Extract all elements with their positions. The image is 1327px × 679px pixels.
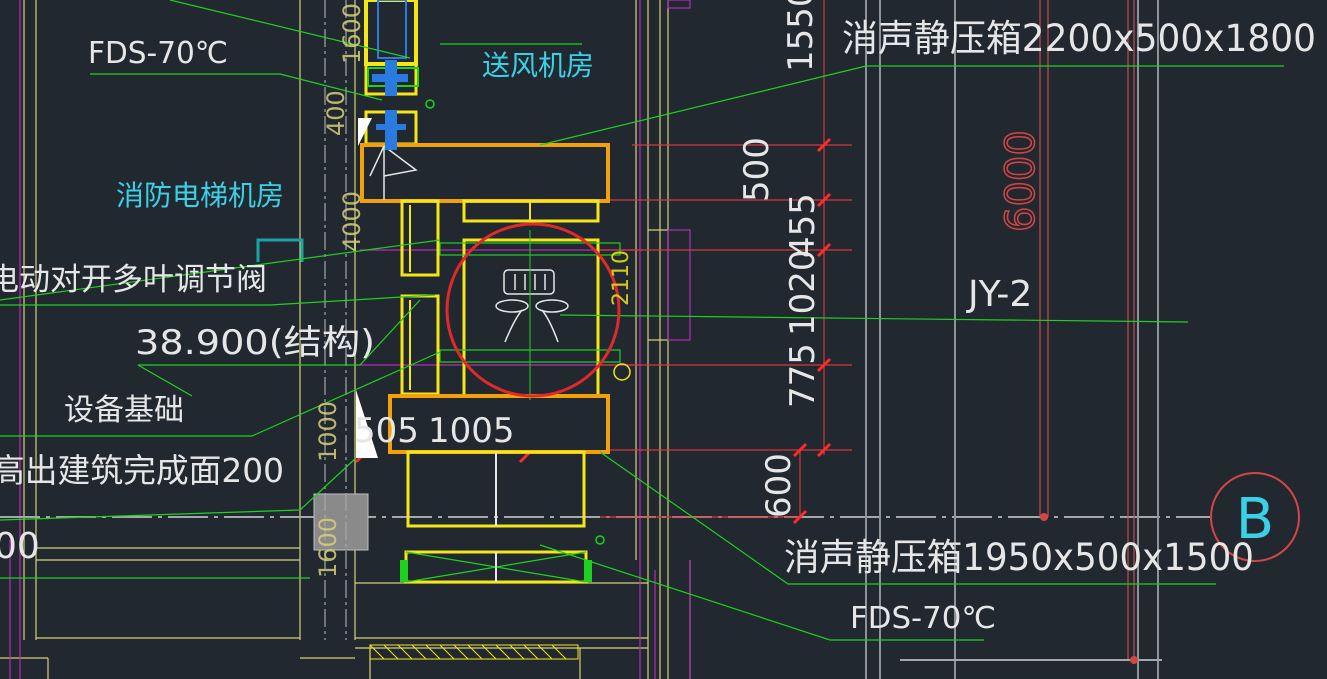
dimension-texts: 1550 500 455 1020 775 600 6000 <box>737 0 1045 518</box>
label-fan-room: 送风机房 <box>482 49 594 82</box>
section-marker-top <box>358 118 372 146</box>
fan-unit <box>462 238 600 398</box>
label-dim-505: 505 <box>354 411 419 451</box>
center-lines <box>324 0 347 640</box>
label-muffler-top: 消声静压箱2200x500x1800 <box>842 17 1316 60</box>
dim-1550: 1550 <box>781 0 821 72</box>
label-above-finish: 高出建筑完成面200 <box>0 451 284 490</box>
labels: FDS-70℃ 送风机房 消防电梯机房 电动对开多叶调节阀 38.900(结构)… <box>0 17 1316 636</box>
dim-6000: 6000 <box>998 130 1044 232</box>
dim-1020: 1020 <box>783 249 823 336</box>
vdim-1600: 1600 <box>338 3 366 64</box>
vdim-4000: 4000 <box>338 191 366 252</box>
vdim-1000: 1000 <box>314 401 342 462</box>
red-vertical-lines <box>1039 0 1135 660</box>
label-damper: 电动对开多叶调节阀 <box>0 262 267 298</box>
label-elevation-structure: 38.900(结构) <box>135 323 375 363</box>
dim-500: 500 <box>737 137 777 202</box>
label-fds-top: FDS-70℃ <box>88 36 228 71</box>
column <box>313 493 369 551</box>
label-muffler-bottom: 消声静压箱1950x500x1500 <box>784 536 1254 579</box>
dim-455: 455 <box>783 193 823 258</box>
highlight-circle <box>445 222 621 398</box>
valves <box>372 60 408 150</box>
axis-bubble <box>1210 472 1300 562</box>
dimension-chain <box>600 0 852 518</box>
label-fire-elevator-room: 消防电梯机房 <box>116 179 284 212</box>
grid-lines-vertical <box>865 0 1159 679</box>
dim-600: 600 <box>759 453 799 518</box>
vdim-400: 400 <box>322 90 350 136</box>
vdim-1600b: 1600 <box>314 517 342 578</box>
axis-label-b: B <box>1236 487 1274 552</box>
label-jy-2: JY-2 <box>966 274 1032 315</box>
label-dim-1005: 1005 <box>428 411 515 451</box>
dim-775: 775 <box>783 343 823 408</box>
leader-lines <box>0 0 1284 641</box>
wall-lines <box>0 0 691 679</box>
magenta-lines <box>9 0 691 679</box>
label-equipment-base: 设备基础 <box>64 393 184 428</box>
equipment <box>360 0 631 660</box>
dim-2110: 2110 <box>609 250 634 306</box>
cyan-fixture <box>256 238 304 262</box>
section-marker-mid <box>356 390 378 458</box>
label-fds-bottom: FDS-70℃ <box>850 601 996 636</box>
vertical-dim-texts: 1600 400 4000 1000 1600 2110 <box>314 3 634 578</box>
label-partial-00: 00 <box>0 526 40 567</box>
